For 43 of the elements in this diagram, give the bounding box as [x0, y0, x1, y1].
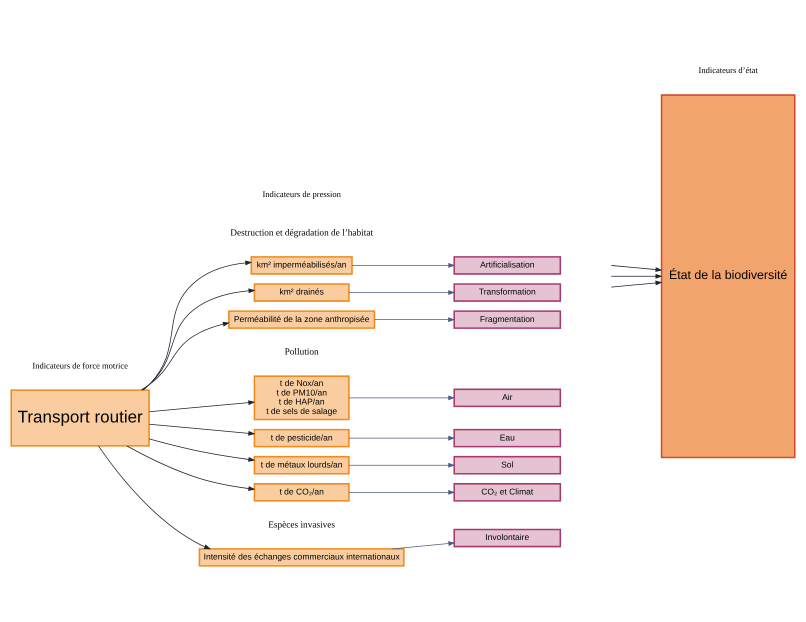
node-box: km² imperméabilisés/an [250, 256, 353, 274]
arrow [348, 394, 456, 400]
label: Indicateurs de pression [262, 188, 341, 199]
label: Pollution [284, 347, 319, 358]
arrow [148, 400, 256, 412]
node-box: Involontaire [453, 528, 562, 547]
node-box: Eau [453, 428, 562, 447]
node-box: t de pesticide/an [254, 428, 350, 447]
node-box: CO₂ et Climat [453, 482, 562, 502]
node-box: t de Nox/an t de PM10/an t de HAP/an t de sels de salage [254, 374, 350, 420]
arrow [392, 540, 456, 549]
arrow [374, 316, 456, 322]
node-box: t de métaux lourds/an [254, 455, 350, 474]
node-box: État de la biodiversité [660, 94, 796, 458]
node-box: Transport routier [10, 388, 150, 446]
node-box: Fragmentation [453, 310, 562, 328]
arrow [140, 321, 230, 390]
node-box: t de CO₂/an [254, 482, 350, 502]
node-box: Artificialisation [453, 256, 562, 274]
arrow [98, 445, 212, 549]
node-box: Transformation [453, 282, 562, 302]
node-box: Air [453, 388, 562, 407]
arrow [348, 290, 456, 294]
arrow [348, 462, 456, 468]
arrow [148, 423, 256, 436]
node-box: Perméabilité de la zone anthropisée [228, 310, 376, 328]
arrow [348, 489, 456, 494]
label: Destruction et dégradation de l’habitat [230, 228, 374, 238]
arrow [142, 260, 252, 390]
arrow [610, 280, 662, 287]
arrow [352, 262, 456, 268]
label: Indicateurs de force motrice [32, 360, 128, 370]
node-box: Sol [453, 455, 562, 474]
arrow [348, 435, 456, 440]
label: Espèces invasives [268, 520, 336, 530]
arrow [610, 273, 662, 278]
arrow [126, 445, 256, 490]
node-box: Intensité des échanges commerciaux internationaux [198, 548, 405, 566]
label: Indicateurs d’état [698, 64, 758, 75]
arrow [148, 438, 256, 462]
node-box: km² drainés [254, 282, 350, 302]
arrow [610, 264, 662, 272]
arrow [142, 288, 256, 390]
